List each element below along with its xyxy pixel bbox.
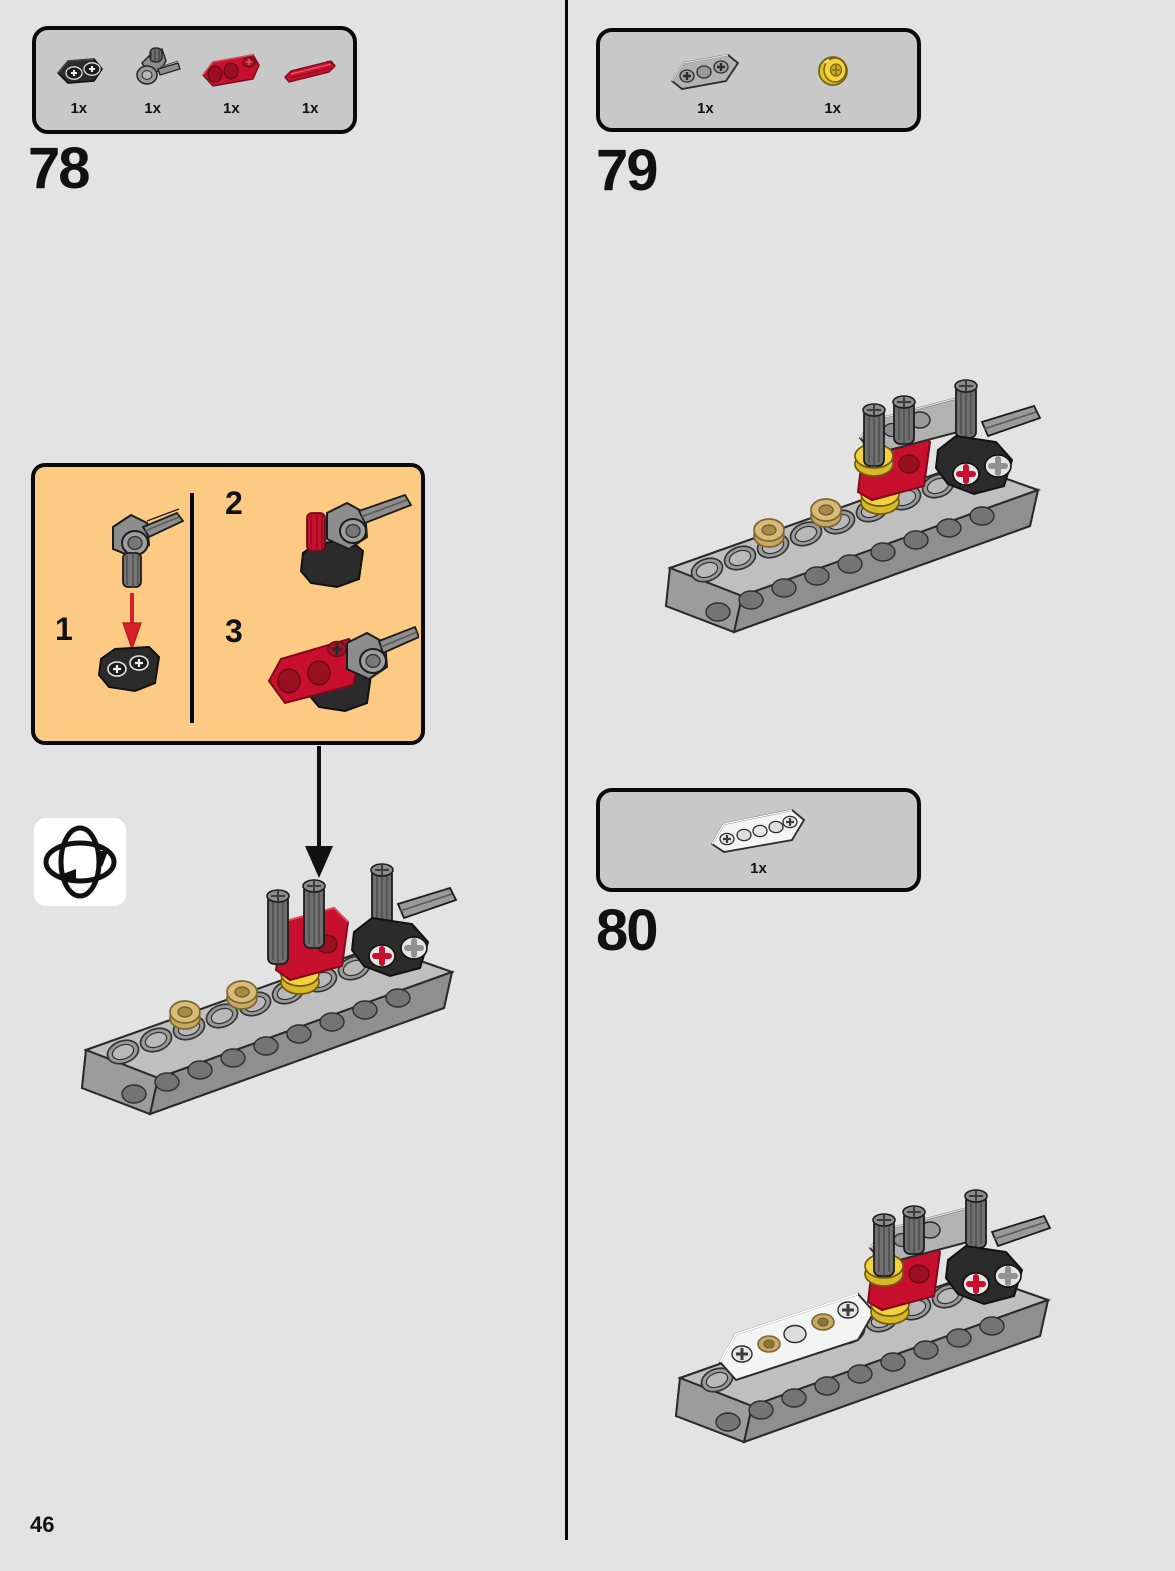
sub-panel-divider: [190, 493, 194, 723]
part-white-liftarm-thin-5l: 1x: [704, 805, 814, 876]
sub-assembly-panel-step-78: 1 2 3: [31, 463, 425, 745]
parts-box-step-78: 1x 1x: [32, 26, 357, 134]
page-number: 46: [30, 1512, 55, 1537]
step-number-79: 79: [596, 138, 658, 203]
sub-step-1-illustration: [87, 499, 187, 709]
sub-step-2-illustration: [293, 491, 415, 599]
sub-assembly-flow-arrow: [296, 746, 342, 882]
parts-row: 1x: [600, 792, 917, 888]
step-number-80: 80: [596, 898, 658, 963]
part-yellow-bushing: 1x: [811, 45, 855, 116]
yellow-bushing-icon: [811, 45, 855, 97]
part-quantity: 1x: [750, 859, 767, 877]
part-quantity: 1x: [696, 99, 714, 117]
part-black-axle-connector-2l: 1x: [48, 45, 110, 116]
part-gray-axle-pin-connector: 1x: [122, 45, 184, 116]
red-angle-connector-icon: [195, 45, 267, 97]
part-red-angle-connector: 1x: [195, 45, 267, 116]
sub-step-3-illustration: [263, 619, 419, 721]
sub-step-number-3: 3: [225, 613, 243, 649]
column-divider: [565, 0, 568, 1540]
part-quantity: 1x: [824, 99, 841, 117]
parts-row: 1x 1x: [600, 32, 917, 128]
step-number-78: 78: [28, 136, 90, 201]
gray-axle-pin-connector-icon: [122, 45, 184, 97]
parts-box-step-80: 1x: [596, 788, 921, 892]
sub-step-number-2: 2: [225, 485, 243, 521]
assembly-step-79: [652, 372, 1052, 638]
gray-liftarm-thin-3l-icon: [662, 45, 748, 97]
part-quantity: 1x: [144, 99, 161, 117]
sub-step-number-1: 1: [55, 611, 73, 647]
white-liftarm-thin-5l-icon: [704, 805, 814, 857]
parts-box-step-79: 1x 1x: [596, 28, 921, 132]
part-gray-liftarm-thin-3l: 1x: [662, 45, 748, 116]
assembly-step-80: [662, 1182, 1062, 1448]
parts-row: 1x 1x: [36, 30, 353, 130]
part-quantity: 1x: [301, 99, 319, 117]
black-axle-connector-2l-icon: [48, 45, 110, 97]
part-red-axle-3l: 1x: [279, 45, 341, 116]
part-quantity: 1x: [223, 99, 240, 117]
red-axle-3l-icon: [279, 45, 341, 97]
rotate-model-icon: [34, 818, 126, 906]
part-quantity: 1x: [70, 99, 88, 117]
assembly-step-78: [72, 862, 464, 1124]
